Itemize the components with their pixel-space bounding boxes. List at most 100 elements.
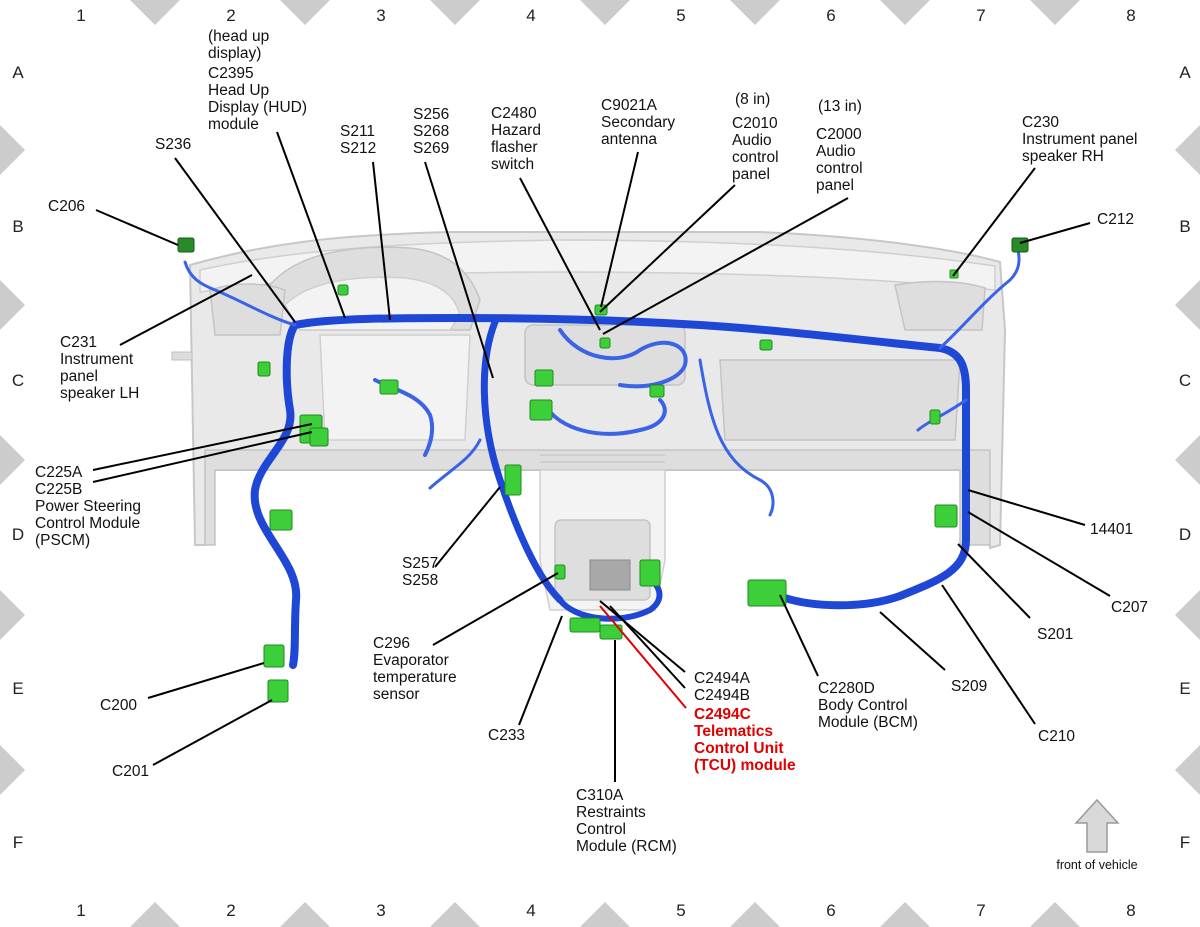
svg-text:module: module (208, 116, 259, 133)
svg-text:C225A: C225A (35, 464, 83, 481)
label-s256-s268-s269: S256 S268 S269 (413, 106, 449, 157)
label-c2494a-b: C2494A C2494B (694, 670, 751, 704)
grid-col-bottom-4: 4 (526, 901, 535, 920)
svg-text:(TCU) module: (TCU) module (694, 757, 796, 774)
svg-text:Control Unit: Control Unit (694, 740, 784, 757)
svg-text:panel: panel (732, 166, 770, 183)
grid-col-bottom-3: 3 (376, 901, 385, 920)
svg-text:Display (HUD): Display (HUD) (208, 99, 307, 116)
grid-row-right-F: F (1180, 833, 1190, 852)
label-c225-pscm: C225A C225B Power Steering Control Modul… (35, 464, 141, 549)
label-c296: C296 Evaporator temperature sensor (373, 635, 457, 703)
grid-row-right-A: A (1179, 63, 1191, 82)
svg-text:(8 in): (8 in) (735, 91, 770, 108)
label-c206: C206 (48, 198, 85, 215)
front-arrow-icon (1074, 798, 1120, 853)
svg-text:Hazard: Hazard (491, 122, 541, 139)
svg-text:C310A: C310A (576, 787, 624, 804)
label-c200: C200 (100, 697, 137, 714)
svg-text:panel: panel (60, 368, 98, 385)
svg-text:speaker LH: speaker LH (60, 385, 139, 402)
label-c212: C212 (1097, 211, 1134, 228)
svg-text:C2480: C2480 (491, 105, 537, 122)
grid-col-bottom-6: 6 (826, 901, 835, 920)
svg-text:(PSCM): (PSCM) (35, 532, 90, 549)
svg-text:C2000: C2000 (816, 126, 862, 143)
grid-col-top-6: 6 (826, 6, 835, 25)
svg-text:sensor: sensor (373, 686, 420, 703)
svg-text:C2494B: C2494B (694, 687, 750, 704)
svg-text:S269: S269 (413, 140, 449, 157)
svg-text:Power Steering: Power Steering (35, 498, 141, 515)
svg-text:Control: Control (576, 821, 626, 838)
grid-row-left-A: A (12, 63, 24, 82)
svg-text:display): display) (208, 45, 261, 62)
svg-text:C296: C296 (373, 635, 410, 652)
grid-col-bottom-5: 5 (676, 901, 685, 920)
connectors (177, 237, 1029, 703)
label-c2480: C2480 Hazard flasher switch (491, 105, 541, 173)
grid-col-top-5: 5 (676, 6, 685, 25)
svg-text:Module (BCM): Module (BCM) (818, 714, 918, 731)
svg-text:(head up: (head up (208, 28, 269, 45)
svg-text:Module (RCM): Module (RCM) (576, 838, 677, 855)
svg-text:C225B: C225B (35, 481, 82, 498)
label-s236: S236 (155, 136, 191, 153)
label-c207: C207 (1111, 599, 1148, 616)
svg-text:Restraints: Restraints (576, 804, 646, 821)
label-c233: C233 (488, 727, 525, 744)
svg-text:C2494A: C2494A (694, 670, 751, 687)
svg-text:C9021A: C9021A (601, 97, 658, 114)
svg-text:Body Control: Body Control (818, 697, 908, 714)
grid-col-top-3: 3 (376, 6, 385, 25)
grid-row-left-C: C (12, 371, 24, 390)
grid-col-top-2: 2 (226, 6, 235, 25)
label-c2010: (8 in) C2010 Audio control panel (732, 91, 779, 183)
svg-text:speaker RH: speaker RH (1022, 148, 1104, 165)
svg-text:S268: S268 (413, 123, 449, 140)
grid-col-bottom-2: 2 (226, 901, 235, 920)
label-s201: S201 (1037, 626, 1073, 643)
svg-text:Evaporator: Evaporator (373, 652, 449, 669)
svg-text:(13 in): (13 in) (818, 98, 862, 115)
label-c310a-rcm: C310A Restraints Control Module (RCM) (576, 787, 677, 855)
grid-row-left-F: F (13, 833, 23, 852)
svg-text:Instrument panel: Instrument panel (1022, 131, 1137, 148)
svg-text:S211: S211 (340, 123, 375, 140)
grid-row-right-B: B (1179, 217, 1190, 236)
svg-text:temperature: temperature (373, 669, 457, 686)
svg-text:S257: S257 (402, 555, 438, 572)
label-14401: 14401 (1090, 521, 1133, 538)
grid-row-left-D: D (12, 525, 24, 544)
grid-row-right-E: E (1179, 679, 1190, 698)
svg-text:antenna: antenna (601, 131, 657, 148)
label-c210: C210 (1038, 728, 1075, 745)
svg-text:Audio: Audio (732, 132, 772, 149)
label-c2280d-bcm: C2280D Body Control Module (BCM) (818, 680, 918, 731)
label-c230: C230 Instrument panel speaker RH (1022, 114, 1137, 165)
svg-text:C230: C230 (1022, 114, 1059, 131)
svg-text:Instrument: Instrument (60, 351, 134, 368)
grid-col-top-1: 1 (76, 6, 85, 25)
grid-row-left-E: E (12, 679, 23, 698)
leader-lines (92, 131, 1111, 782)
svg-text:Control Module: Control Module (35, 515, 140, 532)
svg-text:C2010: C2010 (732, 115, 778, 132)
label-c9021a: C9021A Secondary antenna (601, 97, 675, 148)
svg-text:C2280D: C2280D (818, 680, 875, 697)
svg-text:Secondary: Secondary (601, 114, 675, 131)
label-s211-s212: S211 S212 (340, 123, 376, 157)
svg-text:C2494C: C2494C (694, 706, 751, 723)
svg-text:S258: S258 (402, 572, 438, 589)
svg-text:control: control (816, 160, 863, 177)
grid-col-top-4: 4 (526, 6, 535, 25)
grid-col-bottom-7: 7 (976, 901, 985, 920)
svg-text:S212: S212 (340, 140, 376, 157)
wiring-harness (183, 248, 1021, 669)
labels: (head up display) C2395 Head Up Display … (35, 28, 1148, 855)
label-c201: C201 (112, 763, 149, 780)
label-s209: S209 (951, 678, 987, 695)
label-c2494c-tcu: C2494C Telematics Control Unit (TCU) mod… (694, 706, 796, 774)
